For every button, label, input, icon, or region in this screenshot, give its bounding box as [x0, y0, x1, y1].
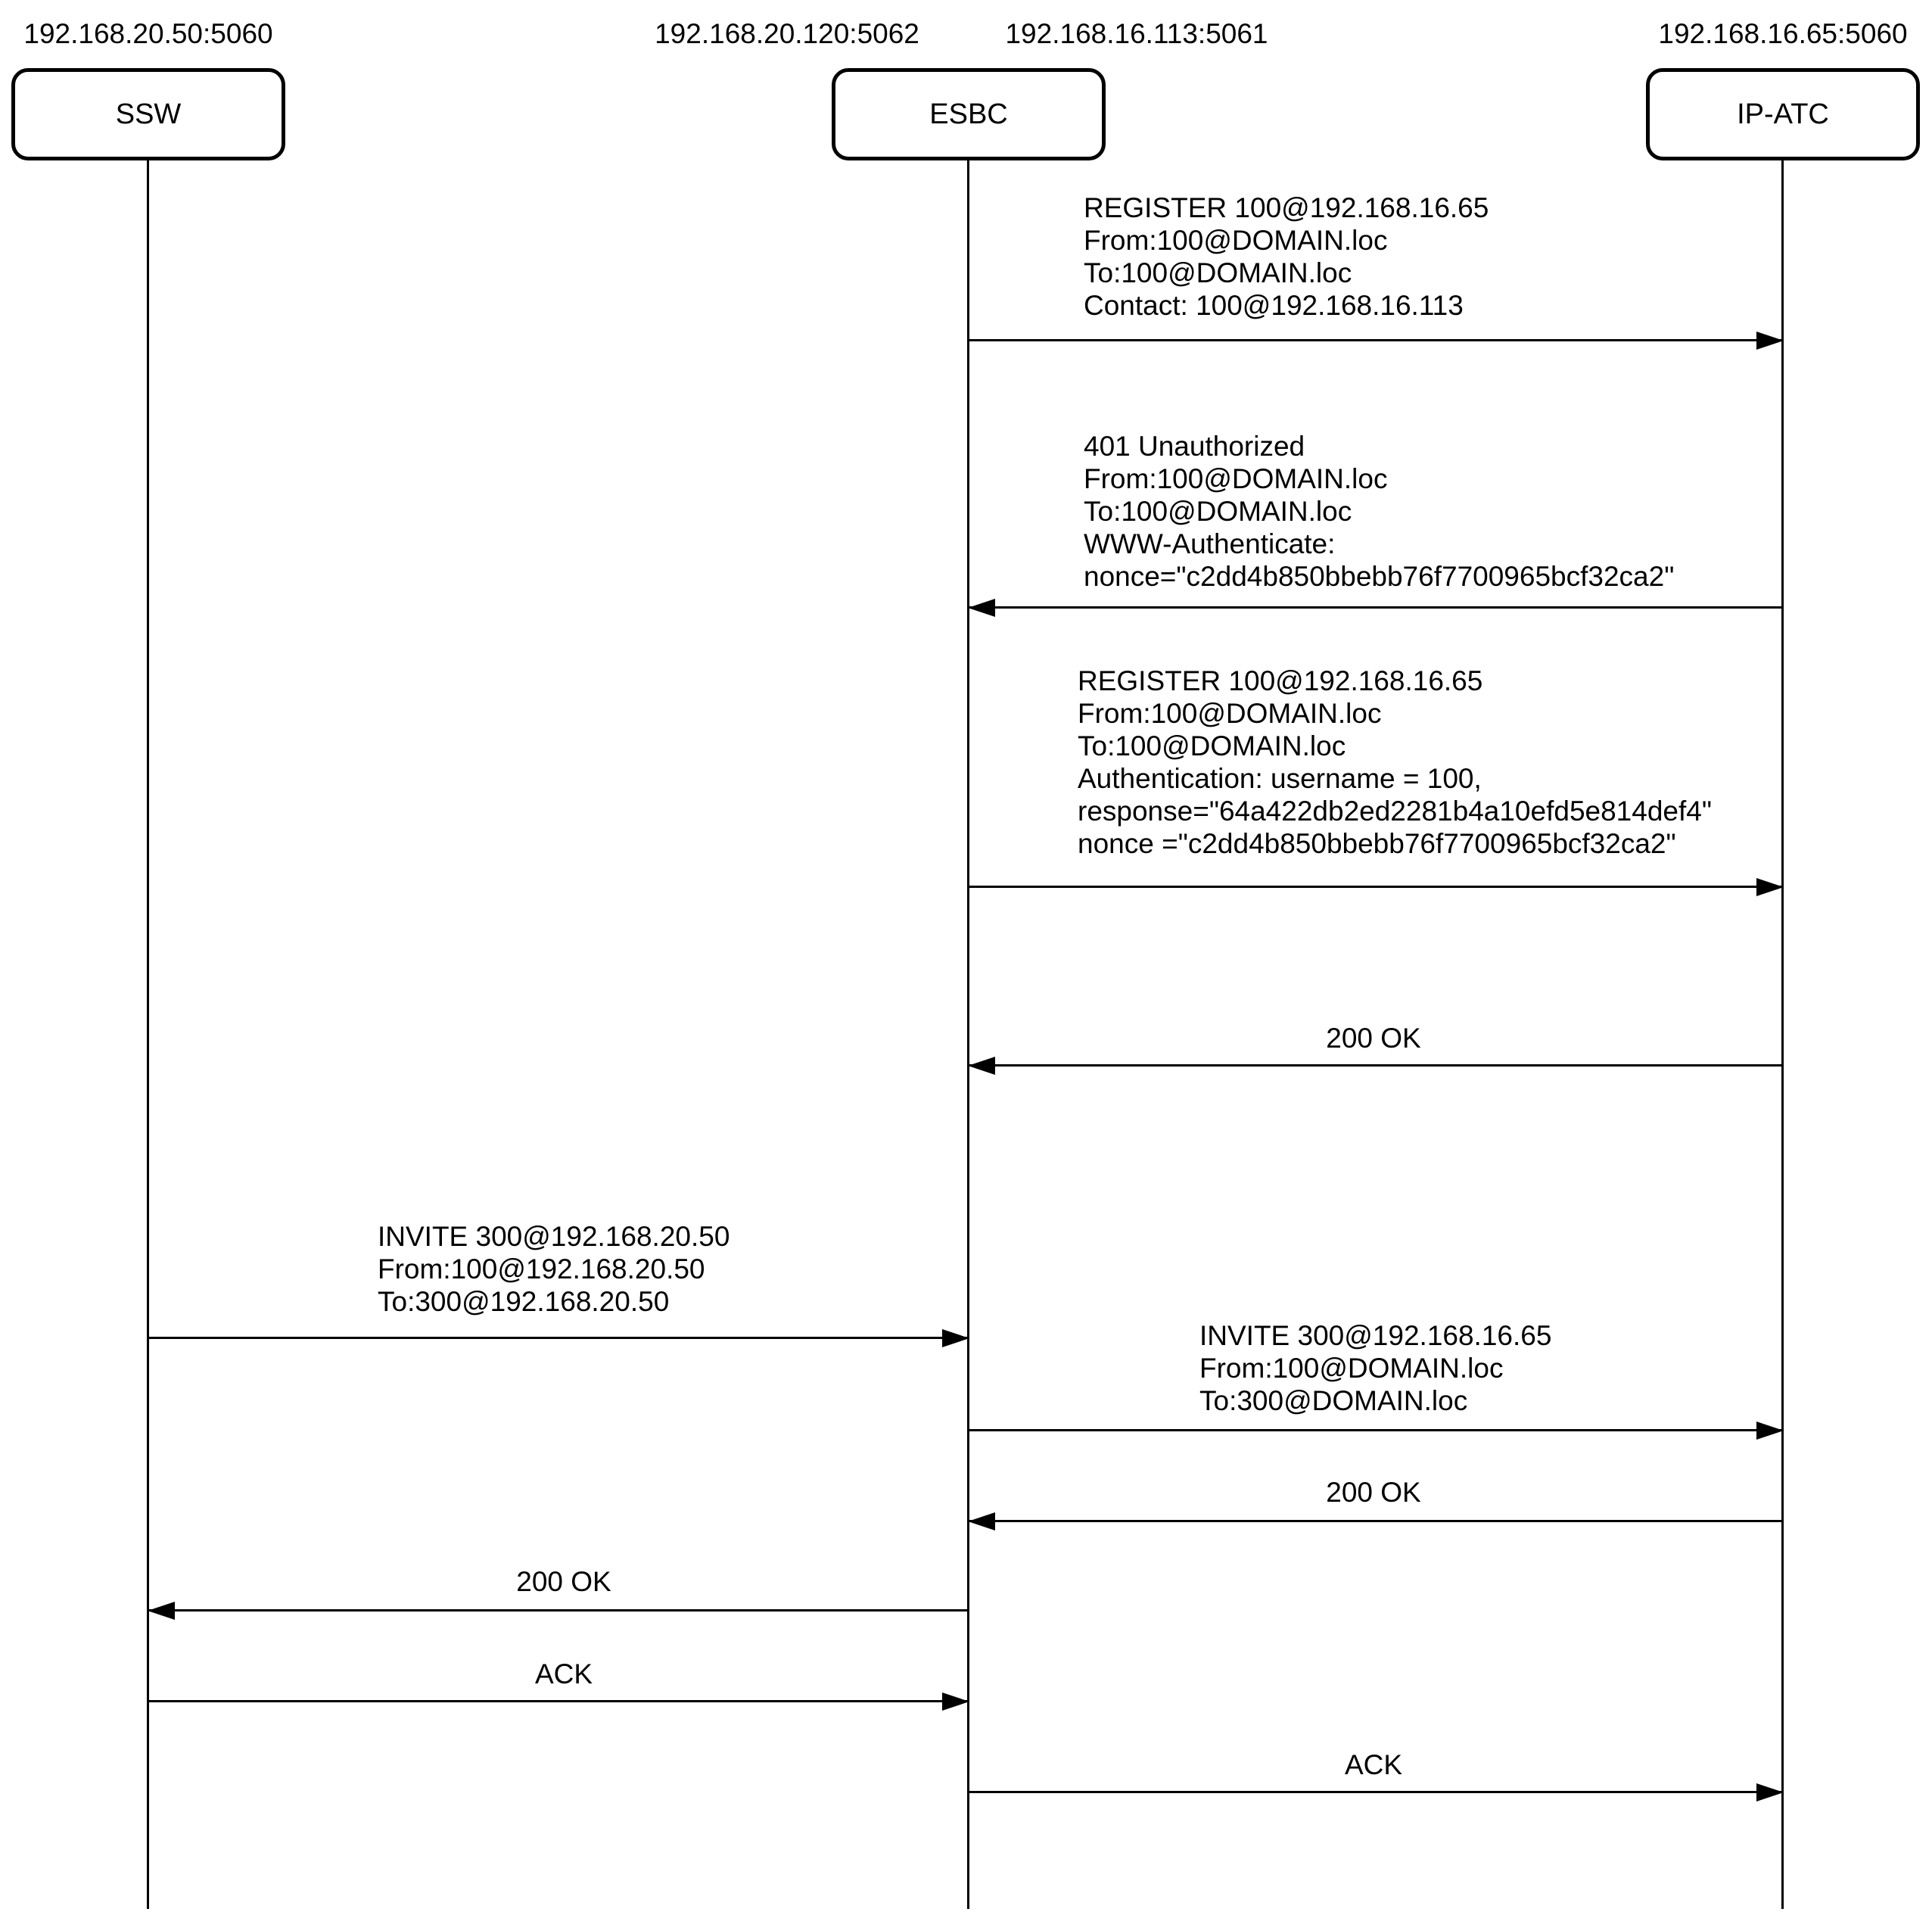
message-line: To:100@DOMAIN.loc	[1078, 730, 1346, 761]
actor-box-ipatc: IP-ATC	[1646, 68, 1920, 160]
lifeline-ssw	[147, 160, 149, 1909]
message-line: 200 OK	[516, 1566, 611, 1597]
message-1-arrow-esbc-to-ipatc	[969, 339, 1783, 341]
message-4-200ok-label: 200 OK	[1326, 1022, 1420, 1054]
message-3-register-auth-label: REGISTER 100@192.168.16.65 From:100@DOMA…	[1078, 665, 1712, 860]
message-line: From:100@DOMAIN.loc	[1199, 1353, 1504, 1384]
message-5-invite-label: INVITE 300@192.168.20.50 From:100@192.16…	[378, 1220, 730, 1318]
message-line: nonce ="c2dd4b850bbebb76f7700965bcf32ca2…	[1078, 828, 1676, 859]
message-line: WWW-Authenticate:	[1084, 528, 1336, 559]
message-3-arrow-esbc-to-ipatc	[969, 886, 1783, 888]
actor-box-esbc: ESBC	[832, 68, 1106, 160]
message-line: INVITE 300@192.168.16.65	[1199, 1320, 1552, 1351]
endpoint-address-ssw: 192.168.20.50:5060	[23, 18, 273, 49]
message-line: To:100@DOMAIN.loc	[1084, 496, 1352, 527]
message-6-invite-label: INVITE 300@192.168.16.65 From:100@DOMAIN…	[1199, 1319, 1551, 1417]
message-8-200ok-label: 200 OK	[516, 1565, 611, 1598]
message-10-arrow-esbc-to-ipatc	[969, 1791, 1783, 1793]
message-line: INVITE 300@192.168.20.50	[378, 1221, 730, 1252]
message-7-arrow-ipatc-to-esbc	[969, 1520, 1783, 1522]
message-line: REGISTER 100@192.168.16.65	[1084, 192, 1489, 223]
message-10-ack-label: ACK	[1345, 1749, 1402, 1781]
message-2-401-label: 401 Unauthorized From:100@DOMAIN.loc To:…	[1084, 430, 1674, 593]
actor-box-ssw: SSW	[11, 68, 285, 160]
message-5-arrow-ssw-to-esbc	[148, 1337, 969, 1339]
message-4-arrow-ipatc-to-esbc	[969, 1064, 1783, 1067]
message-line: Authentication: username = 100,	[1078, 763, 1482, 794]
message-line: ACK	[534, 1658, 593, 1689]
message-line: From:100@DOMAIN.loc	[1078, 698, 1382, 729]
message-line: nonce="c2dd4b850bbebb76f7700965bcf32ca2"	[1084, 561, 1675, 592]
message-line: From:100@192.168.20.50	[378, 1253, 705, 1285]
message-line: From:100@DOMAIN.loc	[1084, 463, 1388, 494]
endpoint-address-esbc-left: 192.168.20.120:5062	[655, 18, 919, 49]
message-2-arrow-ipatc-to-esbc	[969, 606, 1783, 609]
lifeline-ipatc	[1781, 160, 1784, 1909]
message-line: 200 OK	[1326, 1477, 1421, 1508]
message-line: 401 Unauthorized	[1084, 431, 1305, 462]
message-line: ACK	[1344, 1749, 1403, 1780]
message-line: REGISTER 100@192.168.16.65	[1078, 665, 1483, 696]
message-line: Contact: 100@192.168.16.113	[1084, 290, 1464, 321]
endpoint-address-ipatc: 192.168.16.65:5060	[1658, 18, 1908, 49]
message-8-arrow-esbc-to-ssw	[148, 1609, 969, 1611]
message-line: To:300@DOMAIN.loc	[1199, 1385, 1468, 1416]
message-line: 200 OK	[1326, 1023, 1421, 1054]
message-1-register-label: REGISTER 100@192.168.16.65 From:100@DOMA…	[1084, 192, 1489, 322]
message-line: response="64a422db2ed2281b4a10efd5e814de…	[1078, 796, 1712, 827]
message-line: To:100@DOMAIN.loc	[1084, 257, 1352, 288]
actor-label-ssw: SSW	[115, 98, 182, 130]
message-6-arrow-esbc-to-ipatc	[969, 1429, 1783, 1431]
message-9-arrow-ssw-to-esbc	[148, 1700, 969, 1702]
endpoint-address-esbc-right: 192.168.16.113:5061	[1005, 18, 1268, 49]
actor-label-esbc: ESBC	[929, 98, 1008, 130]
actor-label-ipatc: IP-ATC	[1737, 98, 1829, 130]
lifeline-esbc	[967, 160, 969, 1909]
message-7-200ok-label: 200 OK	[1326, 1476, 1420, 1509]
message-line: From:100@DOMAIN.loc	[1084, 225, 1388, 256]
message-9-ack-label: ACK	[535, 1658, 593, 1690]
message-line: To:300@192.168.20.50	[378, 1286, 670, 1317]
